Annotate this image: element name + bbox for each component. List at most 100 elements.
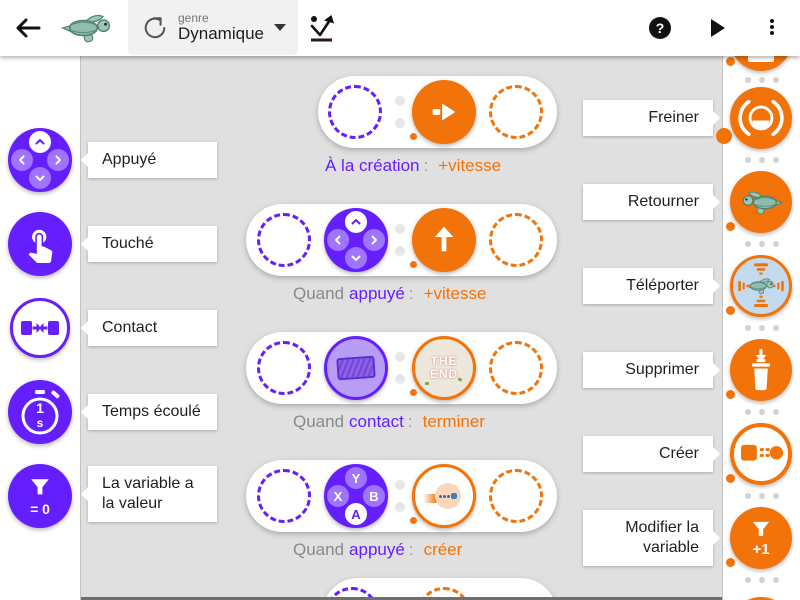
caption-colon: :: [407, 412, 413, 431]
label-freiner: Freiner: [583, 100, 720, 136]
help-icon: ?: [655, 20, 665, 36]
trigger-touched-icon[interactable]: [8, 212, 72, 276]
turtle-icon: [61, 14, 111, 43]
separator-dots: [723, 409, 800, 415]
button-x-icon: X: [327, 485, 349, 507]
teleport-beams-icon: [738, 263, 784, 307]
timer-unit: s: [36, 416, 44, 430]
separator-dots: [723, 77, 800, 83]
trigger-timer-icon[interactable]: 1 s: [8, 380, 72, 444]
caption-when: Quand: [293, 284, 345, 303]
projectile-sprite-icon: [435, 483, 461, 509]
end-line2: END: [429, 367, 459, 381]
action-partial-bottom-icon[interactable]: [730, 597, 792, 600]
play-button[interactable]: [710, 18, 726, 43]
trigger-dpad-chip[interactable]: [324, 208, 388, 272]
button-a-icon: A: [345, 503, 367, 525]
brake-icon: [738, 99, 784, 137]
dpad-up-icon: [29, 131, 51, 153]
label-creer: Créer: [583, 436, 720, 472]
trigger-pressed-icon[interactable]: [8, 128, 72, 192]
back-button[interactable]: [12, 12, 44, 44]
label-text: Créer: [658, 445, 699, 462]
dpad-left-icon: [11, 149, 33, 171]
dpad-left-icon: [327, 229, 349, 251]
stage-edge: [80, 597, 722, 600]
empty-action-slot[interactable]: [489, 213, 543, 267]
caption-action: +vitesse: [438, 156, 502, 175]
caption-trigger: À la création: [325, 156, 420, 175]
separator-dots: [723, 157, 800, 163]
label-text: La variable a la valeur: [102, 475, 194, 512]
action-teleport-icon[interactable]: [730, 255, 792, 317]
empty-action-slot[interactable]: [489, 85, 543, 139]
label-modifier-variable: Modifier la variable: [583, 510, 720, 566]
caption-action: +vitesse: [423, 284, 487, 303]
rule-row-appuye-vitesse: [246, 204, 557, 276]
caption-action: terminer: [422, 412, 485, 431]
back-arrow-icon: [16, 18, 41, 38]
separator-dots: [723, 241, 800, 247]
dpad-right-icon: [47, 149, 69, 171]
action-brake-icon[interactable]: [730, 87, 792, 149]
caption-colon: :: [408, 284, 414, 303]
touch-hand-icon: [28, 229, 53, 263]
label-text: Freiner: [648, 109, 699, 126]
action-modify-variable-icon[interactable]: +1: [730, 507, 792, 569]
bounce-test-button[interactable]: [308, 13, 338, 48]
caption-when: Quand: [293, 540, 345, 559]
confetti-icon: [457, 377, 463, 382]
speed-right-arrow-icon: [432, 103, 456, 121]
caption-colon: :: [423, 156, 429, 175]
rule-row-creation: [318, 76, 557, 148]
empty-trigger-slot[interactable]: [257, 341, 311, 395]
label-text: Supprimer: [625, 361, 699, 378]
confetti-icon: [425, 382, 429, 385]
overflow-menu-button[interactable]: [766, 17, 778, 41]
empty-trigger-slot[interactable]: [328, 85, 382, 139]
trigger-gamepad-buttons-chip[interactable]: Y X B A: [324, 464, 388, 528]
end-line1: THE: [430, 354, 458, 368]
caption-action: créer: [423, 540, 463, 559]
rule-row-appuye-creer: Y X B A: [246, 460, 557, 532]
action-the-end-chip[interactable]: THE END: [412, 336, 476, 400]
action-delete-icon[interactable]: [730, 339, 792, 401]
turtle-flipped-icon: [742, 190, 783, 215]
trigger-variable-icon[interactable]: = 0: [8, 464, 72, 528]
label-text: Contact: [102, 319, 158, 336]
empty-action-slot[interactable]: [489, 341, 543, 395]
separator-dots: [723, 325, 800, 331]
trash-down-arrow-icon: [752, 349, 770, 391]
label-contact: Contact: [81, 310, 217, 346]
label-retourner: Retourner: [583, 184, 720, 220]
action-create-sprite-chip[interactable]: [412, 464, 476, 528]
genre-dropdown[interactable]: genre Dynamique: [128, 0, 298, 55]
action-turn-around-icon[interactable]: [730, 171, 792, 233]
the-end-image: THE END: [430, 355, 458, 381]
rule-caption: À la création: +vitesse: [325, 156, 501, 176]
funnel-icon: [31, 478, 49, 494]
collision-icon: [21, 321, 59, 335]
trigger-wall-sprite-chip[interactable]: [324, 336, 388, 400]
empty-trigger-slot[interactable]: [257, 469, 311, 523]
button-y-icon: Y: [345, 467, 367, 489]
dpad-up-icon: [345, 211, 367, 233]
help-button[interactable]: ?: [649, 17, 671, 39]
empty-trigger-slot[interactable]: [257, 213, 311, 267]
turtle-logo: [60, 13, 116, 48]
label-text: Touché: [102, 235, 154, 252]
genre-texts: genre Dynamique: [178, 11, 264, 44]
label-supprimer: Supprimer: [583, 352, 720, 388]
trigger-contact-icon[interactable]: [10, 298, 70, 358]
action-speed-up-chip[interactable]: [412, 208, 476, 272]
empty-action-slot[interactable]: [489, 469, 543, 523]
label-variable-valeur: La variable a la valeur: [81, 466, 217, 522]
action-accelerate-icon[interactable]: [412, 80, 476, 144]
create-icon: [741, 444, 784, 461]
label-text: Modifier la variable: [625, 519, 699, 556]
action-create-icon[interactable]: [730, 423, 792, 485]
action-palette: +1: [716, 9, 800, 600]
chevron-down-icon: [274, 24, 286, 31]
button-b-icon: B: [363, 485, 385, 507]
